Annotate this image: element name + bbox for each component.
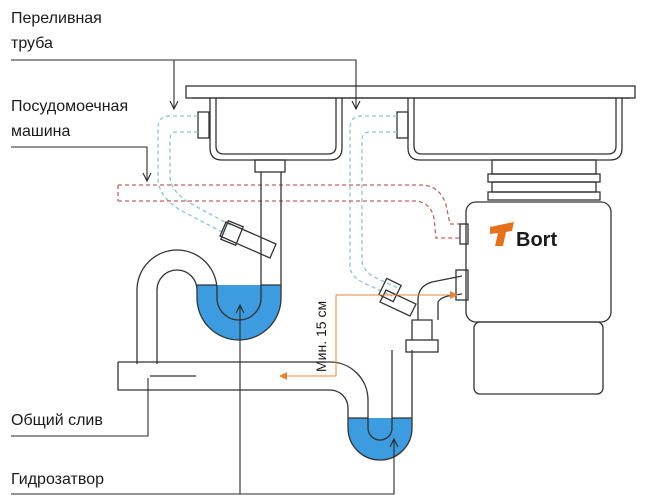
- right-sink-bowl: [407, 98, 623, 161]
- countertop: [185, 85, 636, 99]
- left-overflow-nozzle: [197, 111, 210, 139]
- dishwasher-inlet: [459, 223, 469, 245]
- left-siphon: [136, 172, 282, 364]
- dishwasher-leader: [11, 146, 152, 183]
- dishwasher-hose-route: [117, 184, 462, 239]
- common-drain-pipe: [117, 361, 330, 391]
- min-height-label: Мин. 15 см: [313, 301, 329, 372]
- dishwasher-label-line2: машина: [11, 123, 71, 140]
- right-overflow-nozzle: [396, 111, 409, 139]
- garbage-disposer: [455, 159, 612, 395]
- overflow-pipe-label-line2: труба: [11, 35, 53, 52]
- right-overflow-connector: [377, 277, 417, 317]
- left-overflow-connector: [219, 219, 277, 259]
- disposer-outlet: [455, 269, 469, 301]
- overflow-pipe-routes: [157, 115, 399, 297]
- overflow-pipe-label-line1: Переливная: [11, 10, 102, 27]
- water-seal-leader: [11, 303, 399, 495]
- bort-logo-text: Bort: [516, 229, 557, 251]
- left-water-seal: [197, 285, 281, 340]
- min-height-dimension: Мин. 15 см: [279, 291, 458, 380]
- bort-logo-drill-icon: [490, 222, 514, 246]
- left-sink-bowl: [209, 98, 343, 173]
- bort-logo: Bort: [490, 222, 557, 251]
- dishwasher-label-line1: Посудомоечная: [11, 98, 129, 115]
- water-seal-label: Гидрозатвор: [11, 471, 104, 488]
- right-water-seal: [348, 418, 412, 460]
- common-drain-label: Общий слив: [11, 412, 103, 429]
- common-drain-leader: [11, 378, 149, 437]
- right-siphon: [329, 275, 463, 461]
- overflow-pipe-leader: [11, 59, 361, 111]
